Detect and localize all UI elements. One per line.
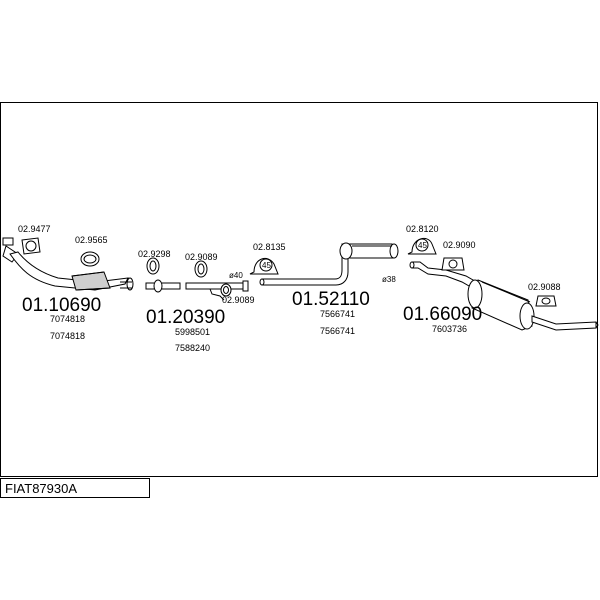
front-pipe-flange xyxy=(2,237,14,246)
clip-label-6: 02.9089 xyxy=(222,295,255,305)
clip-label-7: 02.8120 xyxy=(406,224,439,234)
rear-silencer-drawing xyxy=(409,261,599,331)
part-3-ref-2: 7566741 xyxy=(320,326,355,336)
clip-label-1: 02.9477 xyxy=(18,224,51,234)
part-4-ref-1: 7603736 xyxy=(432,324,467,334)
clip-drawings xyxy=(21,237,557,307)
part-number-4: 01.66090 xyxy=(403,304,482,325)
part-number-1: 01.10690 xyxy=(22,295,101,316)
clip-symbol-2: 45 xyxy=(418,241,427,250)
clip-label-2: 02.9565 xyxy=(75,235,108,245)
dimension-label-2: ø38 xyxy=(382,275,396,284)
dimension-label-1: ø40 xyxy=(229,271,243,280)
diagram-frame xyxy=(0,102,598,477)
clip-label-5: 02.8135 xyxy=(253,242,286,252)
clip-symbol-1: 45 xyxy=(262,261,271,270)
part-2-ref-2: 7588240 xyxy=(175,343,210,353)
clip-label-3: 02.9298 xyxy=(138,249,171,259)
front-pipe-drawing xyxy=(2,237,134,291)
clip-label-9: 02.9088 xyxy=(528,282,561,292)
intermediate-pipe-drawing xyxy=(145,279,249,301)
clip-label-8: 02.9090 xyxy=(443,240,476,250)
part-number-3: 01.52110 xyxy=(292,289,370,310)
part-1-ref-2: 7074818 xyxy=(50,331,85,341)
center-silencer-drawing xyxy=(259,242,399,286)
part-2-ref-1: 5998501 xyxy=(175,327,210,337)
part-3-ref-1: 7566741 xyxy=(320,309,355,319)
part-1-ref-1: 7074818 xyxy=(50,314,85,324)
diagram-code-box: FIAT87930A xyxy=(0,478,150,498)
diagram-code: FIAT87930A xyxy=(5,481,78,496)
clip-label-4: 02.9089 xyxy=(185,252,218,262)
part-number-2: 01.20390 xyxy=(146,307,225,328)
